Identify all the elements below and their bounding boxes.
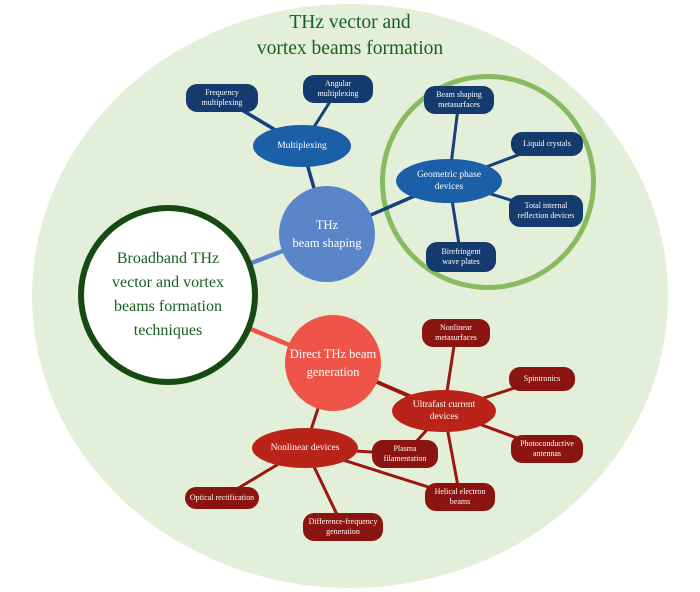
node-multiplexing: Multiplexing	[253, 125, 351, 167]
node-root-techniques: Broadband THz vector and vortex beams fo…	[78, 205, 258, 385]
node-ultrafast-current-devices: Ultrafast current devices	[392, 390, 496, 432]
node-direct-thz-generation: Direct THz beam generation	[285, 315, 381, 411]
node-nonlinear-metasurfaces: Nonlinear metasurfaces	[422, 319, 490, 347]
node-difference-frequency-generation: Difference-frequency generation	[303, 513, 383, 541]
node-optical-rectification: Optical rectification	[185, 487, 259, 509]
node-total-internal-reflection: Total internal reflection devices	[509, 195, 583, 227]
node-thz-beam-shaping: THz beam shaping	[279, 186, 375, 282]
node-frequency-multiplexing: Frequency multiplexing	[186, 84, 258, 112]
figure-title: THz vector and vortex beams formation	[256, 12, 444, 60]
node-liquid-crystals: Liquid crystals	[511, 132, 583, 156]
node-beam-shaping-metasurfaces: Beam shaping metasurfaces	[424, 86, 494, 114]
node-plasma-filamentation: Plasma filamentation	[372, 440, 438, 468]
node-helical-electron-beams: Helical electron beams	[425, 483, 495, 511]
node-photoconductive-antennas: Photoconductive antennas	[511, 435, 583, 463]
node-birefringent-wave-plates: Birefringent wave plates	[426, 242, 496, 272]
node-angular-multiplexing: Angular multiplexing	[303, 75, 373, 103]
node-geometric-phase-devices: Geometric phase devices	[396, 159, 502, 203]
node-spintronics: Spintronics	[509, 367, 575, 391]
geometric-phase-group-ring	[380, 74, 596, 290]
node-nonlinear-devices: Nonlinear devices	[252, 428, 358, 468]
